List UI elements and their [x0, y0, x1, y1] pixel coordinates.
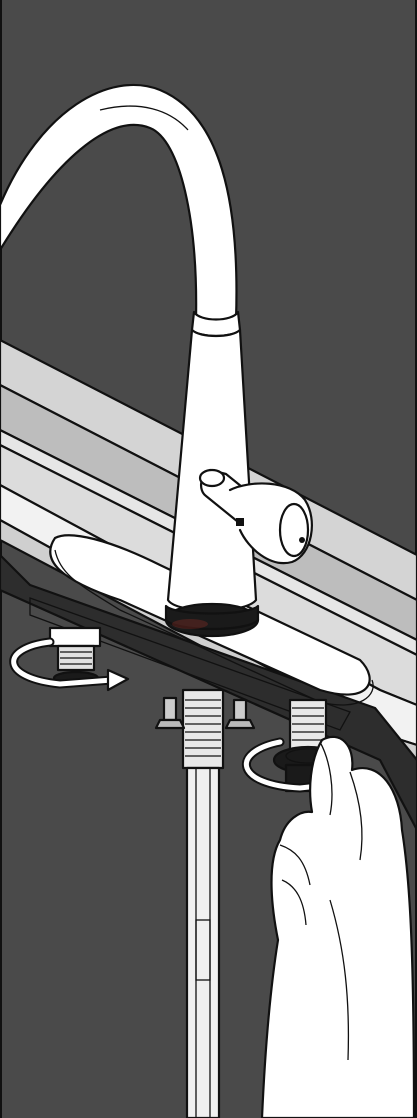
left-rotation-arrow-icon [9, 637, 130, 692]
pull-down-faucet-icon [0, 83, 313, 638]
sink-deck [0, 553, 417, 832]
hand-icon [260, 735, 416, 1118]
faucet-handle [198, 468, 313, 565]
left-mounting-nut-icon [48, 626, 102, 686]
supply-hose-icon [181, 688, 225, 1118]
mounting-bolts [154, 696, 256, 730]
